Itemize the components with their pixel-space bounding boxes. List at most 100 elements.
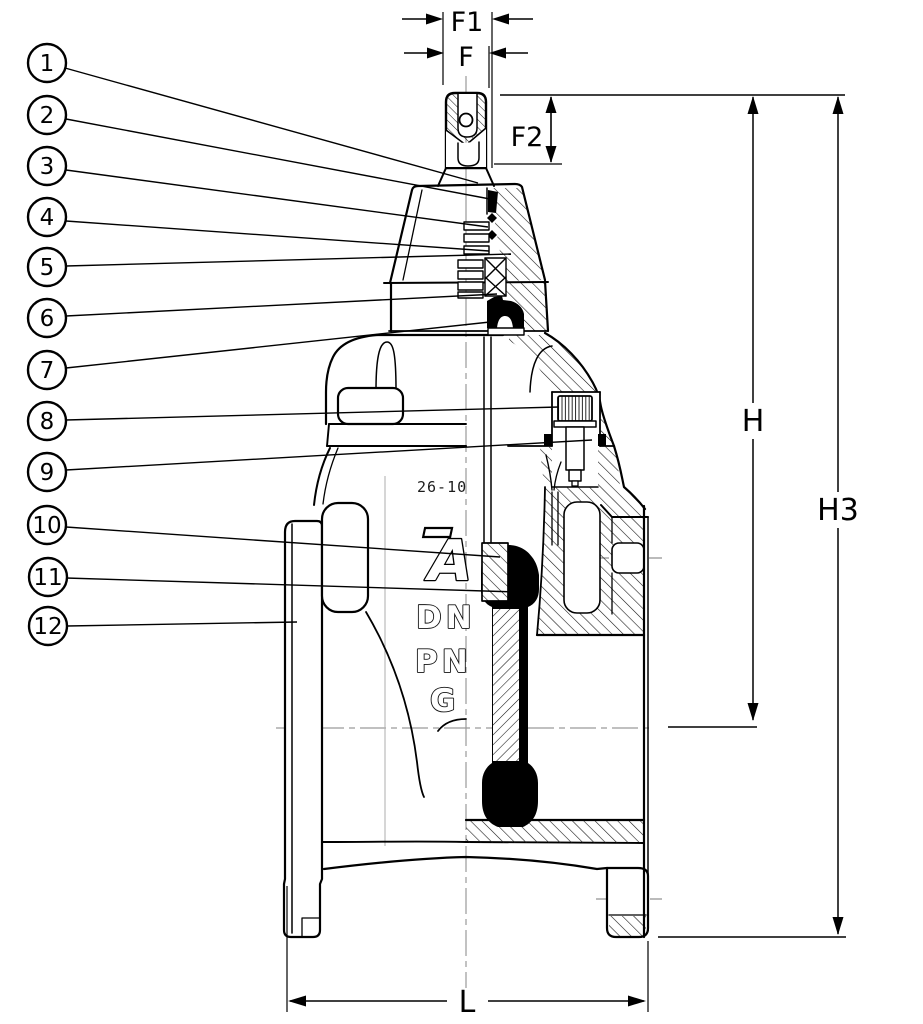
leader-2: [65, 118, 491, 200]
stem-skirt-right: [485, 167, 495, 187]
bonnet-flange-outer-edge: [599, 405, 616, 448]
callout-12-number: 12: [33, 614, 62, 640]
wedge-nut: [481, 542, 509, 602]
chamber-wall-edge: [536, 486, 546, 636]
body-hatch-right-of-bolt: [598, 446, 620, 487]
callout-6: 6: [26, 297, 68, 339]
thread-band-2: [457, 270, 484, 280]
stem-head: [437, 91, 495, 187]
thread-band-1: [457, 259, 484, 269]
dimensions: F1 F F2 H: [286, 7, 859, 1020]
dimension-f1: F1: [402, 7, 533, 168]
hub-outer-edge: [612, 444, 647, 511]
callout-10: 10: [26, 504, 68, 546]
dimension-f: F: [404, 42, 528, 88]
body-center-curve: [437, 718, 467, 732]
left-flange-outline: [282, 519, 324, 939]
callout-1: 1: [26, 42, 68, 84]
brand-logo: A: [420, 526, 480, 595]
f1-arrow-right: [492, 13, 509, 25]
callout-2: 2: [26, 94, 68, 136]
leader-11: [65, 577, 518, 593]
callout-4-number: 4: [40, 205, 55, 231]
leader-4: [65, 220, 490, 252]
callout-7-number: 7: [40, 358, 55, 384]
h3-label: H3: [817, 493, 859, 528]
leader-1: [64, 67, 479, 184]
cone-inner-echo: [402, 189, 423, 281]
wedge-guide-curve-b: [553, 461, 562, 491]
cast-pn: PN: [415, 644, 472, 680]
callout-9: 9: [26, 451, 68, 493]
body-bottom-inner-line: [321, 840, 645, 844]
gland-seal: [487, 296, 524, 328]
bolt-head: [557, 395, 593, 422]
f2-label: F2: [511, 122, 544, 153]
wedge-core: [493, 609, 519, 761]
bolt-shank: [565, 426, 585, 471]
bonnet-flange-outer-hatch: [600, 392, 614, 446]
callout-5: 5: [26, 246, 68, 288]
hub-bolt-pocket: [563, 501, 601, 614]
callout-3: 3: [26, 145, 68, 187]
bonnet-rib-right: [529, 345, 553, 393]
cast-code: 26-10: [417, 478, 467, 496]
l-arrow-left: [288, 995, 306, 1007]
bolt-tip: [568, 469, 582, 482]
gland-seal-notch: [497, 316, 513, 328]
bonnet-wall-hatch: [509, 335, 597, 392]
callout-6-number: 6: [40, 306, 55, 332]
dimension-h: H: [668, 96, 765, 728]
wedge: [481, 542, 539, 827]
f1-arrow-left: [426, 13, 443, 25]
bolt-washer: [553, 420, 597, 428]
stem-head-lower-slot: [457, 141, 480, 167]
h-arrow-up: [747, 96, 759, 114]
leader-10: [65, 526, 501, 558]
bonnet-bolt-joint: [507, 391, 620, 488]
body-shoulder-curve-echo: [322, 447, 339, 505]
thread-band-3: [457, 281, 484, 291]
callout-10-number: 10: [32, 513, 61, 539]
h-label: H: [742, 404, 765, 439]
callout-7: 7: [26, 349, 68, 391]
body-shoulder-curve: [313, 447, 331, 506]
h3-arrow-down: [832, 917, 844, 935]
o-ring-dot-1: [487, 213, 497, 223]
f-arrow-right: [489, 47, 506, 59]
inlet-flange-left: [282, 519, 324, 939]
f2-arrow-down: [545, 146, 557, 163]
bonnet-flange-left-edge: [326, 423, 330, 447]
stem-skirt-left: [437, 167, 447, 187]
leader-8: [65, 406, 560, 421]
callouts: 1 2 3 4 5 6 7: [26, 42, 593, 647]
callout-leader-lines: [64, 67, 593, 627]
bonnet-rib-left: [375, 341, 397, 391]
f1-label: F1: [451, 7, 484, 38]
bolt-tip-end: [571, 480, 579, 487]
flange-bolt-hole: [611, 542, 645, 574]
callout-11-number: 11: [33, 565, 62, 591]
l-arrow-right: [628, 995, 646, 1007]
bonnet-bolt-boss: [336, 386, 405, 426]
callout-3-number: 3: [40, 154, 55, 180]
callout-2-number: 2: [40, 103, 55, 129]
dimension-f2: F2: [494, 96, 562, 165]
f2-arrow-up: [545, 96, 557, 113]
callout-5-number: 5: [40, 255, 55, 281]
gland-follower: [487, 327, 525, 336]
brand-logo-letter: A: [421, 529, 478, 594]
leader-12: [66, 621, 298, 627]
cast-g: G: [430, 683, 459, 719]
cast-markings: 26-10 A DN PN G: [414, 478, 480, 720]
brand-logo-bar: [421, 526, 454, 539]
leader-3: [65, 169, 489, 228]
packing-ring-2: [463, 233, 490, 243]
left-flange-boss: [320, 501, 370, 614]
leader-9: [65, 439, 593, 471]
stem-nut-bush-crosshatch: [484, 257, 507, 297]
dimension-l: L: [286, 886, 649, 1020]
callout-1-number: 1: [40, 51, 55, 77]
bonnet: [324, 331, 603, 448]
